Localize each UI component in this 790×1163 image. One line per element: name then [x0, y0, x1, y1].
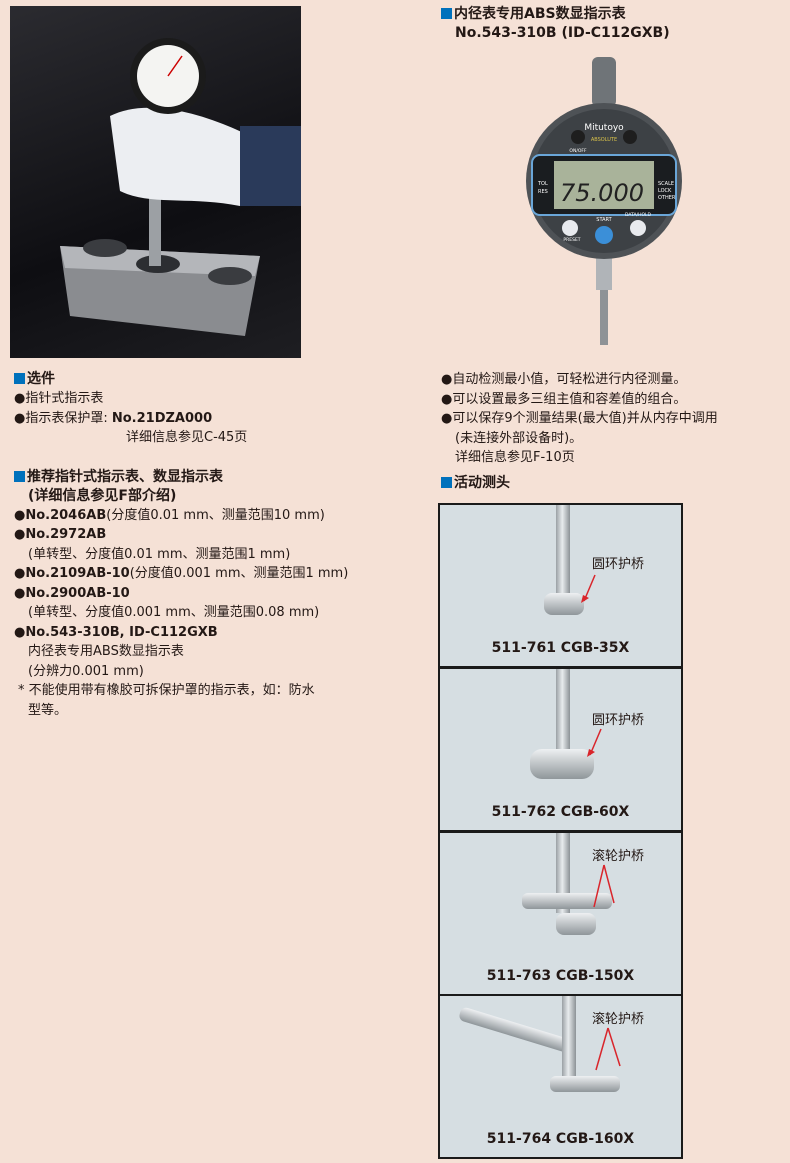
bore-gauge-photo — [10, 6, 301, 358]
cover-ref: 详细信息参见C-45页 — [126, 430, 248, 445]
model: No.2900AB-10 — [25, 585, 130, 601]
options-title: 选件 — [27, 371, 55, 387]
res-label: RES — [538, 189, 548, 195]
cover-model: No.21DZA000 — [111, 410, 213, 426]
model: No.2046AB — [25, 507, 107, 523]
options-heading: 选件 — [14, 370, 414, 389]
recommended-heading: 推荐指针式指示表、数显指示表 — [14, 468, 414, 487]
recommended-subtitle: (详细信息参见F部介绍) — [28, 487, 177, 504]
option-label: 指针式指示表 — [25, 391, 104, 406]
feature-item: ●可以设置最多三组主值和容差值的组合。 — [441, 391, 687, 407]
option-item: ●指针式指示表 — [14, 391, 104, 406]
digital-title: 内径表专用ABS数显指示表 — [454, 6, 626, 22]
on-off-label: ON/OFF — [569, 148, 587, 154]
square-bullet-icon — [14, 373, 25, 384]
probe-label: 圆环护桥 — [592, 713, 645, 728]
feature-text: 自动检测最小值，可轻松进行内径测量。 — [452, 372, 687, 387]
recommended-item: ●No.2900AB-10 — [14, 585, 130, 601]
scale-label: SCALE — [658, 181, 674, 187]
recommended-item: ●No.543-310B, ID-C112GXB — [14, 624, 218, 640]
preset-label: PRESET — [563, 237, 580, 243]
probe-caption: 511-764 CGB-160X — [486, 1131, 635, 1147]
brand-logo: Mitutoyo — [584, 123, 624, 133]
probe-caption: 511-761 CGB-35X — [491, 640, 630, 656]
option-item: ●指示表保护罩: No.21DZA000 — [14, 410, 213, 426]
feature-text: 可以保存9个测量结果(最大值)并从内存中调用 — [452, 411, 718, 426]
desc: (分度值0.001 mm、测量范围1 mm) — [129, 566, 349, 581]
square-bullet-icon — [441, 8, 452, 19]
desc: (分辨力0.001 mm) — [28, 663, 144, 679]
model: No.2972AB — [25, 527, 107, 542]
recommended-item: ●No.2972AB — [14, 527, 107, 542]
desc: 内径表专用ABS数显指示表 — [28, 644, 184, 659]
probe-panel: 滚轮护桥 511-764 CGB-160X — [438, 994, 683, 1159]
contact-points-title: 活动测头 — [454, 474, 510, 491]
desc: (分度值0.01 mm、测量范围10 mm) — [106, 507, 325, 523]
recommended-item: ●No.2046AB(分度值0.01 mm、测量范围10 mm) — [14, 507, 325, 523]
data-hold-label: DATA/HOLD — [625, 212, 652, 218]
probe-panel: 滚轮护桥 511-763 CGB-150X — [438, 831, 683, 996]
other-label: OTHER — [658, 195, 676, 201]
feature-ref: 详细信息参见F-10页 — [455, 450, 575, 465]
probe-panel: 圆环护桥 511-762 CGB-60X — [438, 667, 683, 832]
note: 型等。 — [28, 702, 68, 718]
desc: (单转型、分度值0.01 mm、测量范围1 mm) — [28, 546, 291, 562]
digital-heading: 内径表专用ABS数显指示表 — [441, 5, 670, 24]
feature-item: ●可以保存9个测量结果(最大值)并从内存中调用 — [441, 411, 718, 426]
lcd-reading: 75.000 — [560, 179, 644, 207]
lock-label: LOCK — [658, 188, 672, 194]
start-label: START — [596, 217, 612, 223]
recommended-title: 推荐指针式指示表、数显指示表 — [27, 468, 223, 485]
model: No.543-310B, ID-C112GXB — [25, 624, 218, 640]
probe-label: 圆环护桥 — [592, 557, 645, 572]
option-label: 指示表保护罩: — [25, 410, 112, 426]
feature-text: (未连接外部设备时)。 — [455, 430, 583, 446]
probe-panel: 圆环护桥 511-761 CGB-35X — [438, 503, 683, 668]
absolute-label: ABSOLUTE — [591, 137, 617, 143]
square-bullet-icon — [441, 476, 452, 488]
feature-item: ●自动检测最小值，可轻松进行内径测量。 — [441, 372, 687, 387]
square-bullet-icon — [14, 470, 25, 482]
probe-caption: 511-762 CGB-60X — [491, 804, 630, 820]
probe-label: 滚轮护桥 — [592, 1012, 645, 1027]
digital-indicator-image: Mitutoyo ABSOLUTE ON/OFF 75.000 TOL RES … — [520, 55, 690, 354]
desc: (单转型、分度值0.001 mm、测量范围0.08 mm) — [28, 605, 320, 620]
probe-label: 滚轮护桥 — [592, 849, 645, 864]
tol-label: TOL — [537, 181, 548, 187]
probe-caption: 511-763 CGB-150X — [486, 968, 635, 984]
feature-text: 可以设置最多三组主值和容差值的组合。 — [452, 391, 687, 407]
digital-model: No.543-310B (ID-C112GXB) — [455, 25, 670, 41]
note: * 不能使用带有橡胶可拆保护罩的指示表，如：防水 — [18, 683, 315, 698]
recommended-item: ●No.2109AB-10(分度值0.001 mm、测量范围1 mm) — [14, 566, 349, 581]
model: No.2109AB-10 — [25, 566, 130, 581]
contact-points-heading: 活动测头 — [441, 474, 786, 493]
